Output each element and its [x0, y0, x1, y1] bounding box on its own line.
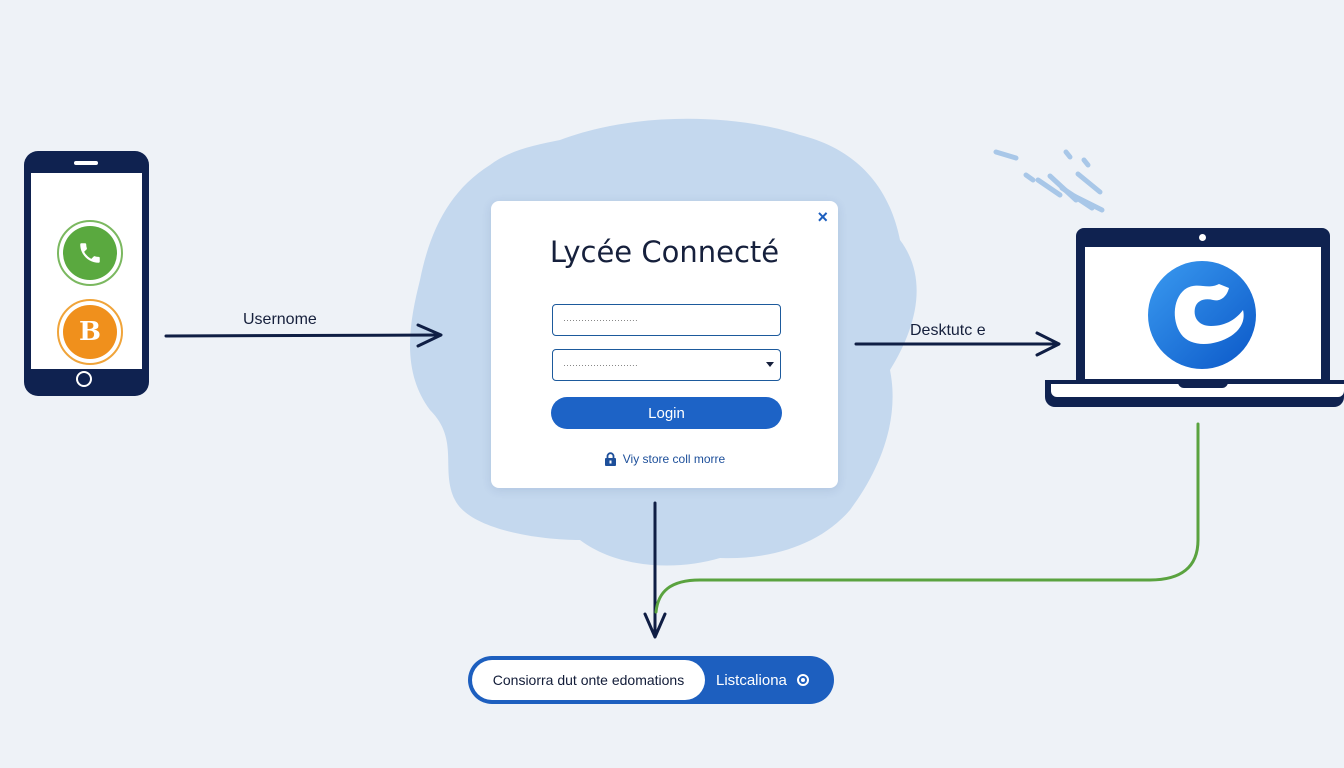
laptop-base: [1045, 380, 1344, 407]
phone-speaker: [74, 161, 98, 165]
username-field[interactable]: [552, 304, 781, 336]
laptop: [1076, 228, 1330, 383]
close-icon[interactable]: ×: [817, 207, 828, 227]
radio-indicator-icon: [796, 674, 809, 686]
login-dialog: × Lycée Connecté Login Viy store coll mo…: [491, 201, 838, 488]
status-pill: Consiorra dut onte edomations Listcalion…: [468, 656, 834, 704]
laptop-camera: [1199, 234, 1206, 241]
password-input[interactable]: [561, 359, 772, 371]
phone-handset-icon: [63, 226, 117, 280]
list-option-button[interactable]: Listcaliona: [716, 656, 809, 704]
laptop-hinge: [1178, 380, 1228, 388]
blue-circle-logo-icon[interactable]: [1147, 260, 1257, 370]
arrow-login-down: [643, 501, 667, 639]
signal-dashes-icon: [993, 149, 1105, 213]
secure-link[interactable]: Viy store coll morre: [491, 452, 838, 466]
arrow-phone-to-login: [164, 323, 443, 348]
phone-screen: B: [31, 173, 142, 369]
arrow-login-to-laptop: [854, 331, 1061, 357]
confirm-option-button[interactable]: Consiorra dut onte edomations: [472, 660, 705, 700]
chevron-down-icon[interactable]: [766, 362, 774, 367]
flow-label-username: Usernome: [243, 311, 317, 328]
laptop-screen: [1085, 247, 1321, 379]
login-button[interactable]: Login: [551, 397, 782, 429]
secure-link-label: Viy store coll morre: [622, 452, 726, 466]
phone-home-button[interactable]: [76, 371, 92, 387]
b-app-button[interactable]: B: [57, 299, 123, 365]
flow-label-desktop: Desktutc e: [910, 322, 986, 339]
login-title: Lycée Connecté: [549, 235, 780, 269]
smartphone: B: [24, 151, 149, 396]
list-option-label: Listcaliona: [716, 671, 787, 689]
green-return-path: [654, 422, 1200, 614]
call-app-button[interactable]: [57, 220, 123, 286]
password-field[interactable]: [552, 349, 781, 381]
b-app-letter: B: [63, 305, 117, 359]
username-input[interactable]: [561, 314, 772, 326]
lock-icon: [604, 452, 616, 466]
laptop-base-deck: [1051, 384, 1344, 397]
